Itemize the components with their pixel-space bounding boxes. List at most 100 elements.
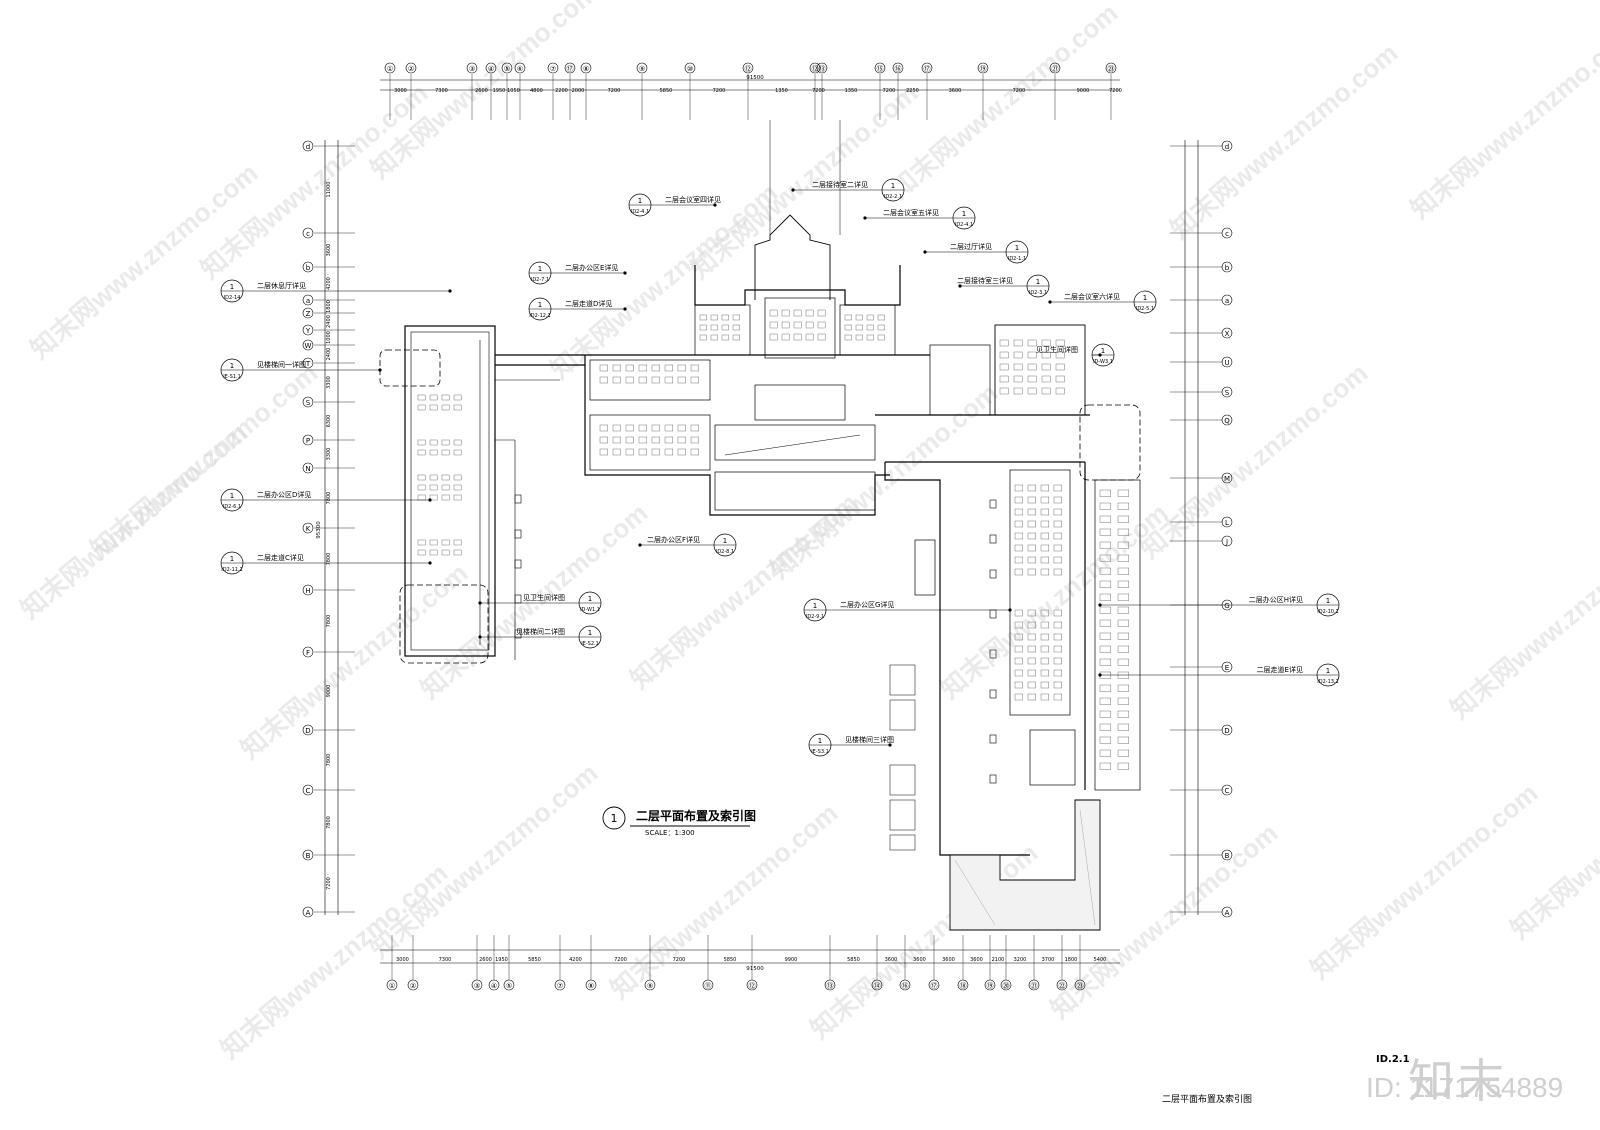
axis-label: ⑳ <box>1003 982 1010 990</box>
axis-bubble <box>302 307 314 319</box>
furniture-layer <box>417 309 1130 770</box>
svg-text:见楼梯间二详图: 见楼梯间二详图 <box>516 627 565 636</box>
drawing-title: 二层平面布置及索引图 <box>636 808 756 823</box>
svg-text:知末网www.znzmo.com: 知末网www.znzmo.com <box>215 857 454 1064</box>
axis-label: ⑧ <box>588 982 594 990</box>
axis-label: P <box>306 437 310 445</box>
svg-text:1: 1 <box>538 301 542 309</box>
axis-label: ⑮ <box>877 65 884 73</box>
dimension-text: 6300 <box>326 415 332 428</box>
axis-label: ⑩ <box>687 65 693 73</box>
svg-text:知末网www.znzmo.com: 知末网www.znzmo.com <box>1135 357 1374 564</box>
axis-label: ③ <box>474 982 480 990</box>
svg-text:IE-S3.1: IE-S3.1 <box>811 749 829 755</box>
svg-text:1: 1 <box>891 182 895 190</box>
axis-label: S <box>306 399 311 407</box>
dimension-text: 5850 <box>724 957 737 963</box>
svg-text:ID2-2.1: ID2-2.1 <box>884 194 902 200</box>
dimension-text: 2000 <box>572 88 585 94</box>
svg-text:二层办公区G详见: 二层办公区G详见 <box>840 600 894 609</box>
svg-text:见卫生间详图: 见卫生间详图 <box>523 593 565 602</box>
dimension-text: 3700 <box>1042 957 1055 963</box>
axis-bubble <box>302 849 314 861</box>
svg-text:1: 1 <box>1326 597 1330 605</box>
axis-label: b <box>1225 264 1230 272</box>
axis-label: ② <box>408 65 414 73</box>
svg-text:1: 1 <box>1143 294 1147 302</box>
svg-text:见卫生间详图: 见卫生间详图 <box>1036 345 1078 354</box>
watermark-text: 知末网www.znzmo.com <box>365 757 604 964</box>
axis-label: ㉑ <box>1031 982 1038 990</box>
svg-text:ID2-14: ID2-14 <box>224 295 241 301</box>
dimension-text: 3600 <box>970 957 983 963</box>
dimension-text: 2400 <box>326 348 332 361</box>
axis-bubble <box>514 62 526 74</box>
dimension-text: 7200 <box>673 957 686 963</box>
axis-label: B <box>306 852 311 860</box>
svg-text:知末网www.znzmo.com: 知末网www.znzmo.com <box>235 557 474 764</box>
drawing-title-block: 1 二层平面布置及索引图 SCALE：1:300 <box>602 806 756 837</box>
axis-bubble <box>302 140 314 152</box>
svg-text:二层会议室四详见: 二层会议室四详见 <box>665 195 721 204</box>
axis-label: ⑨ <box>647 982 653 990</box>
dimension-text: 3000 <box>396 957 409 963</box>
axis-label: C <box>1225 787 1230 795</box>
axis-label: ㉑ <box>1052 65 1059 73</box>
axis-bubble <box>921 62 933 74</box>
dimension-text: 2250 <box>906 88 919 94</box>
axis-label: L <box>1225 519 1229 527</box>
axis-label: A <box>1225 909 1230 917</box>
dimension-text: 3300 <box>326 376 332 389</box>
svg-text:知末网www.znzmo.com: 知末网www.znzmo.com <box>365 757 604 964</box>
svg-text:1: 1 <box>1101 347 1105 355</box>
dimension-text: 7800 <box>326 754 332 767</box>
watermark-text: 知末网www.znzmo.com <box>1305 777 1544 984</box>
svg-text:ID2-4.1: ID2-4.1 <box>631 209 649 215</box>
dimension-text: 3600 <box>942 957 955 963</box>
svg-text:ID-W1.1: ID-W1.1 <box>580 607 600 613</box>
axis-bubble <box>485 62 497 74</box>
watermark-text: 知末网www.znzmo.com <box>1505 737 1600 944</box>
axis-label: ⑫ <box>745 65 752 73</box>
axis-bubble <box>302 294 314 306</box>
dimension-text: 1350 <box>845 88 858 94</box>
svg-text:1: 1 <box>818 737 822 745</box>
axis-label: ⑰ <box>924 65 931 73</box>
axis-bubble <box>684 62 696 74</box>
svg-text:二层办公区D详见: 二层办公区D详见 <box>257 490 311 499</box>
axis-label: N <box>305 465 310 473</box>
axis-label: A <box>306 909 311 917</box>
axis-label: ① <box>389 982 395 990</box>
axis-label: ㉒ <box>1059 982 1066 990</box>
axis-label: F <box>306 649 310 657</box>
dimension-text: 1950 <box>493 88 506 94</box>
axis-bubble <box>1049 62 1061 74</box>
svg-text:二层办公区F详见: 二层办公区F详见 <box>647 535 700 544</box>
axis-label: ㉓ <box>1077 982 1084 990</box>
axis-label: Y <box>305 327 311 335</box>
svg-text:ID2-10.1: ID2-10.1 <box>1317 609 1338 615</box>
svg-text:二层走道D详见: 二层走道D详见 <box>565 299 612 308</box>
svg-text:二层过厅详见: 二层过厅详见 <box>950 242 992 251</box>
axis-label: a <box>306 297 310 305</box>
axis-label: H <box>305 587 310 595</box>
axis-bubble <box>302 646 314 658</box>
dimension-text: 1050 <box>507 88 520 94</box>
axis-label: ⑤ <box>506 982 512 990</box>
axis-bubble <box>302 261 314 273</box>
axis-label: T <box>305 360 311 368</box>
left-axis-grid: 95300dcbaZYWTSPNKHFDCBA11000360042001800… <box>302 140 355 918</box>
axis-label: ⑲ <box>987 982 994 990</box>
dimension-text: 1350 <box>775 88 788 94</box>
axis-label: S <box>1225 389 1230 397</box>
watermark-text: 知末网www.znzmo.com <box>605 797 844 1004</box>
dimension-text: 7200 <box>713 88 726 94</box>
axis-bubble <box>302 784 314 796</box>
axis-label: ⑯ <box>895 65 902 73</box>
axis-label: D <box>1224 727 1229 735</box>
